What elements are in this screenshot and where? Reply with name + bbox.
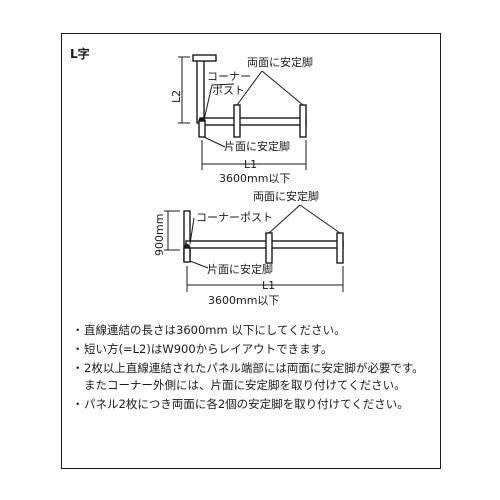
stabilizer-foot: [265, 232, 273, 264]
one-side-stabilizer-label: 片面に安定脚: [224, 139, 290, 153]
corner-post-label: コーナーポスト: [196, 211, 273, 224]
stabilizer-foot: [233, 104, 241, 138]
leader-line: [203, 84, 213, 121]
leader-line: [189, 217, 195, 245]
leader-line: [268, 204, 301, 234]
l1-label: L1: [244, 158, 257, 171]
length-limit-label: 3600mm以下: [208, 294, 279, 307]
height-label: 900mm: [153, 214, 166, 256]
stabilizer-foot-one-side: [183, 247, 191, 263]
horizontal-panel: [199, 117, 307, 126]
note-text: 短い方(=L2)はW900からレイアウトできます。: [84, 342, 333, 356]
length-limit-label: 3600mm以下: [219, 172, 290, 185]
note-text: 2枚以上直線連結されたパネル端部には両面に安定脚が必要です。またコーナー外側には…: [84, 361, 424, 392]
long-panel: [185, 240, 344, 249]
leader-line: [211, 83, 235, 86]
note-text: 直線連結の長さは3600mm 以下にしてください。: [84, 323, 346, 337]
note-item: ・2枚以上直線連結されたパネル端部には両面に安定脚が必要です。またコーナー外側に…: [72, 360, 434, 394]
figure-frame: [61, 33, 441, 469]
corner-post-label-line1: コーナー: [207, 70, 251, 83]
leader-line: [236, 70, 263, 106]
bullet: ・: [72, 323, 84, 337]
note-item: ・短い方(=L2)はW900からレイアウトできます。: [72, 341, 434, 358]
both-sides-stabilizer-label: 両面に安定脚: [247, 55, 313, 69]
leader-line: [189, 260, 209, 269]
l2-label: L2: [170, 90, 183, 103]
figure-title: L字: [70, 46, 90, 61]
note-item: ・直線連結の長さは3600mm 以下にしてください。: [72, 322, 434, 339]
bullet: ・: [72, 342, 84, 356]
note-text: パネル2枚につき両面に各2個の安定脚を取り付けてください。: [84, 397, 409, 411]
corner-post-label-line2: ポスト: [212, 84, 245, 97]
vertical-panel-end-foot: [192, 54, 217, 62]
vertical-panel: [196, 56, 205, 124]
leader-line: [203, 136, 226, 148]
bullet: ・: [72, 361, 84, 375]
leader-line: [299, 204, 341, 234]
stabilizer-foot-one-side: [198, 120, 206, 138]
bullet: ・: [72, 397, 84, 411]
stabilizer-foot: [336, 232, 344, 264]
both-sides-stabilizer-label: 両面に安定脚: [253, 189, 319, 203]
diagram-1: [178, 54, 307, 170]
l1-label: L1: [262, 279, 275, 292]
one-side-stabilizer-label: 片面に安定脚: [207, 262, 273, 276]
diagram-2: [164, 204, 344, 292]
note-item: ・パネル2枚につき両面に各2個の安定脚を取り付けてください。: [72, 396, 434, 413]
leader-line: [261, 70, 304, 106]
notes-list: ・直線連結の長さは3600mm 以下にしてください。 ・短い方(=L2)はW90…: [72, 322, 434, 415]
stabilizer-foot: [299, 104, 307, 138]
